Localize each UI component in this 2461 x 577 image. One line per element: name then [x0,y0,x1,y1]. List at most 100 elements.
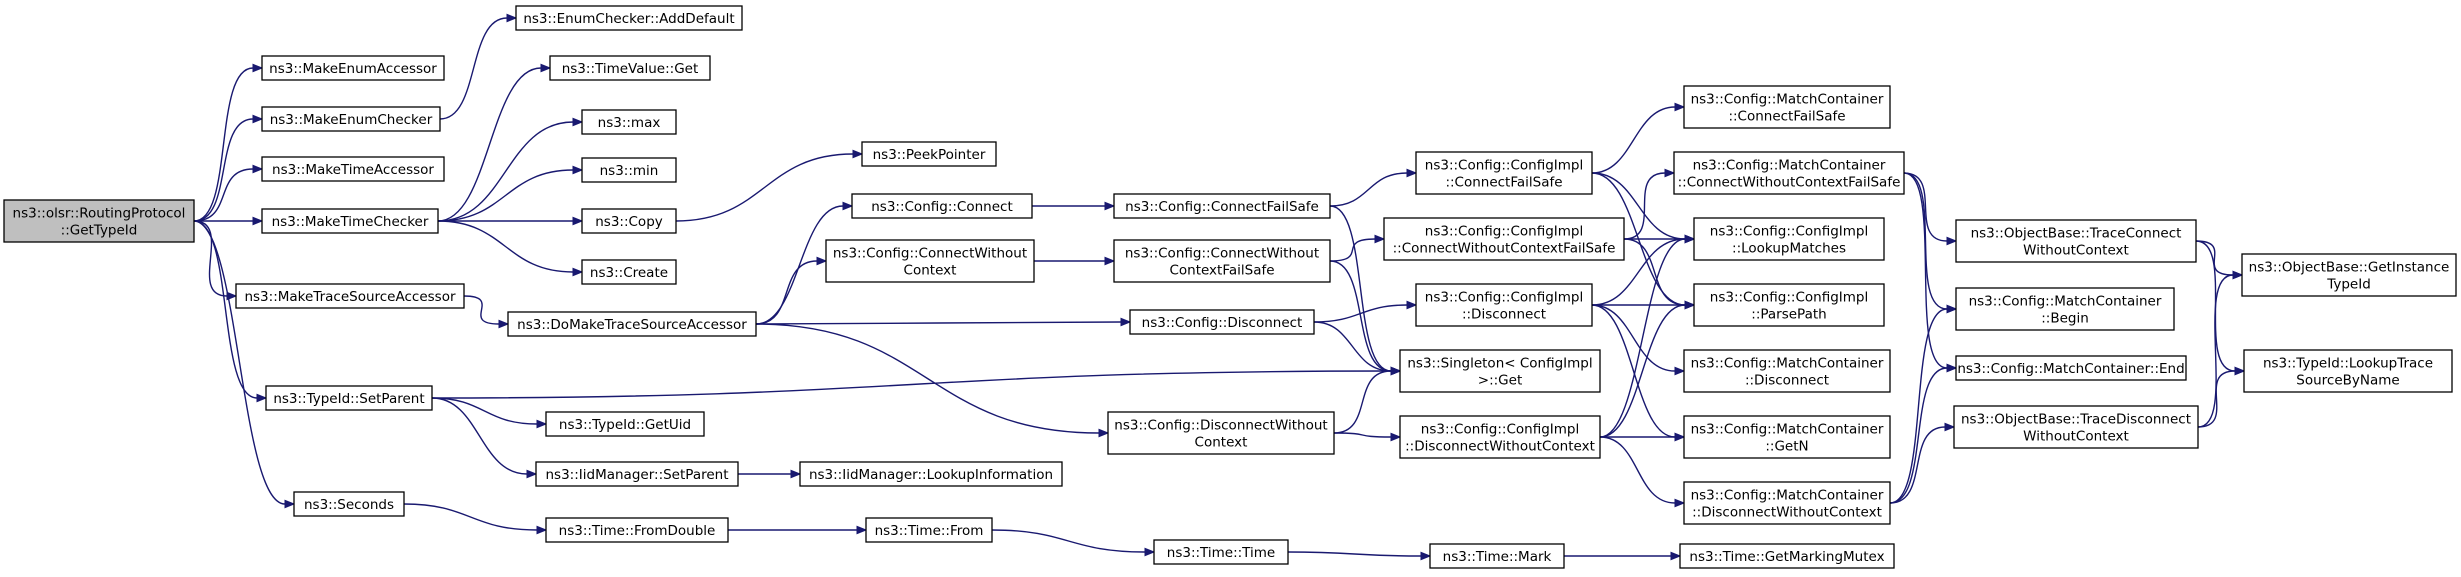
node-mcConnectWithoutContextFailSafe[interactable]: ns3::Config::MatchContainer::ConnectWith… [1673,151,1905,195]
edge-root-to-seconds [193,220,286,505]
node-timeTime[interactable]: ns3::Time::Time [1153,539,1289,565]
node-timeValueGet[interactable]: ns3::TimeValue::Get [549,55,711,81]
edge-implDisconnectWithoutContext-to-mcDisconnectWithoutContext [1599,436,1676,504]
node-mcBegin[interactable]: ns3::Config::MatchContainer::Begin [1955,287,2175,331]
edge-arrowhead [816,256,828,266]
node-peekPointer[interactable]: ns3::PeekPointer [861,141,997,167]
node-copy[interactable]: ns3::Copy [581,208,677,234]
node-box [1383,217,1625,261]
node-implLookupMatches[interactable]: ns3::Config::ConfigImpl::LookupMatches [1693,217,1885,261]
node-typeIdGetUid[interactable]: ns3::TypeId::GetUid [545,411,705,437]
edge-arrowhead [506,13,518,23]
node-box [581,109,677,135]
node-typeIdSetParent[interactable]: ns3::TypeId::SetParent [265,385,433,411]
node-implParsePath[interactable]: ns3::Config::ConfigImpl::ParsePath [1693,283,1885,327]
node-min[interactable]: ns3::min [581,157,677,183]
edge-arrowhead [572,165,584,175]
node-implDisconnect[interactable]: ns3::Config::ConfigImpl::Disconnect [1415,283,1593,327]
node-box [1693,217,1885,261]
node-configDisconnectWithoutContext[interactable]: ns3::Config::DisconnectWithoutContext [1107,411,1335,455]
edge-doMakeTraceSourceAccessor-to-configConnect [755,205,844,325]
node-seconds[interactable]: ns3::Seconds [293,491,405,517]
node-box [1955,219,2197,263]
node-configConnectWithoutContext[interactable]: ns3::Config::ConnectWithoutContext [825,239,1035,283]
node-enumCheckerAddDefault[interactable]: ns3::EnumChecker::AddDefault [515,5,743,31]
node-label: ns3::MakeTimeAccessor [272,162,434,178]
node-timeMark[interactable]: ns3::Time::Mark [1429,543,1565,569]
edge-arrowhead [252,63,264,73]
edge-arrowhead [1674,432,1686,442]
node-box [293,491,405,517]
node-iidSetParent[interactable]: ns3::IidManager::SetParent [535,461,739,487]
node-box [1673,151,1905,195]
node-mcConnectFailSafe[interactable]: ns3::Config::MatchContainer::ConnectFail… [1683,85,1891,129]
node-makeEnumChecker[interactable]: ns3::MakeEnumChecker [261,106,441,132]
node-label: ns3::Time::GetMarkingMutex [1689,549,1884,565]
node-makeEnumAccessor[interactable]: ns3::MakeEnumAccessor [261,55,445,81]
node-box [261,106,441,132]
node-label: ns3::Config::MatchContainer [1691,92,1884,108]
node-box [1679,543,1895,569]
node-root[interactable]: ns3::olsr::RoutingProtocol::GetTypeId [3,199,195,243]
edge-arrowhead [1144,547,1156,557]
node-box [549,55,711,81]
node-max[interactable]: ns3::max [581,109,677,135]
node-implConnectWithoutContextFailSafe[interactable]: ns3::Config::ConfigImpl::ConnectWithoutC… [1383,217,1625,261]
edge-makeTimeChecker-to-min [437,169,574,222]
node-label: ns3::Config::MatchContainer [1691,422,1884,438]
edge-root-to-typeIdSetParent [193,220,258,399]
node-mcEnd[interactable]: ns3::Config::MatchContainer::End [1955,355,2187,381]
node-label: ns3::Config::MatchContainer [1691,356,1884,372]
node-mcDisconnect[interactable]: ns3::Config::MatchContainer::Disconnect [1683,349,1891,393]
node-timeFrom[interactable]: ns3::Time::From [865,517,993,543]
node-label: ns3::IidManager::SetParent [546,467,729,483]
node-obTraceDisconnectWithoutContext[interactable]: ns3::ObjectBase::TraceDisconnectWithoutC… [1953,405,2199,449]
node-label: ns3::Config::MatchContainer [1691,488,1884,504]
node-singletonGet[interactable]: ns3::Singleton< ConfigImpl>::Get [1399,349,1601,393]
edge-root-to-makeTraceSourceAccessor [193,220,228,297]
node-makeTimeChecker[interactable]: ns3::MakeTimeChecker [261,208,439,234]
node-label: ::DisconnectWithoutContext [1692,505,1882,521]
node-label: ns3::MakeEnumChecker [270,112,433,128]
node-label: ns3::Copy [595,214,663,230]
node-implConnectFailSafe[interactable]: ns3::Config::ConfigImpl::ConnectFailSafe [1415,151,1593,195]
node-configConnect[interactable]: ns3::Config::Connect [851,193,1033,219]
node-label: ns3::EnumChecker::AddDefault [523,11,734,27]
node-box [581,157,677,183]
node-mcGetN[interactable]: ns3::Config::MatchContainer::GetN [1683,415,1891,459]
node-configDisconnect[interactable]: ns3::Config::Disconnect [1129,309,1315,335]
edge-implDisconnectWithoutContext-to-implParsePath [1599,304,1686,438]
node-implDisconnectWithoutContext[interactable]: ns3::Config::ConfigImpl::DisconnectWitho… [1399,415,1601,459]
node-label: ns3::PeekPointer [873,147,986,163]
node-timeFromDouble[interactable]: ns3::Time::FromDouble [545,517,729,543]
node-label: ns3::Time::From [875,523,984,539]
node-box [1955,287,2175,331]
edge-configConnectWithoutContextFailSafe-to-implConnectWithoutContextFailSafe [1329,238,1376,262]
node-box [1955,355,2187,381]
node-box [1683,415,1891,459]
node-box [1683,481,1891,525]
edge-mcConnectWithoutContextFailSafe-to-obTraceConnectWithoutContext [1903,172,1948,242]
node-makeTraceSourceAccessor[interactable]: ns3::MakeTraceSourceAccessor [235,283,465,309]
node-box [261,55,445,81]
edge-timeTime-to-timeMark [1287,551,1422,557]
node-configConnectFailSafe[interactable]: ns3::Config::ConnectFailSafe [1113,193,1331,219]
node-makeTimeAccessor[interactable]: ns3::MakeTimeAccessor [261,156,445,182]
node-doMakeTraceSourceAccessor[interactable]: ns3::DoMakeTraceSourceAccessor [507,311,757,337]
node-box [851,193,1033,219]
node-configConnectWithoutContextFailSafe[interactable]: ns3::Config::ConnectWithoutContextFailSa… [1113,239,1331,283]
node-iidLookupInformation[interactable]: ns3::IidManager::LookupInformation [799,461,1063,487]
node-label: ns3::Config::MatchContainer [1969,294,2162,310]
node-label: ::Begin [2041,311,2089,327]
node-create[interactable]: ns3::Create [581,259,677,285]
node-mcDisconnectWithoutContext[interactable]: ns3::Config::MatchContainer::DisconnectW… [1683,481,1891,525]
node-box [865,517,993,543]
node-timeGetMarkingMutex[interactable]: ns3::Time::GetMarkingMutex [1679,543,1895,569]
edge-arrowhead [1946,304,1958,314]
edge-mcDisconnectWithoutContext-to-mcBegin [1889,308,1948,504]
node-label: Context [904,263,957,279]
node-obTraceConnectWithoutContext[interactable]: ns3::ObjectBase::TraceConnectWithoutCont… [1955,219,2197,263]
edge-mcDisconnectWithoutContext-to-mcEnd [1889,367,1948,504]
